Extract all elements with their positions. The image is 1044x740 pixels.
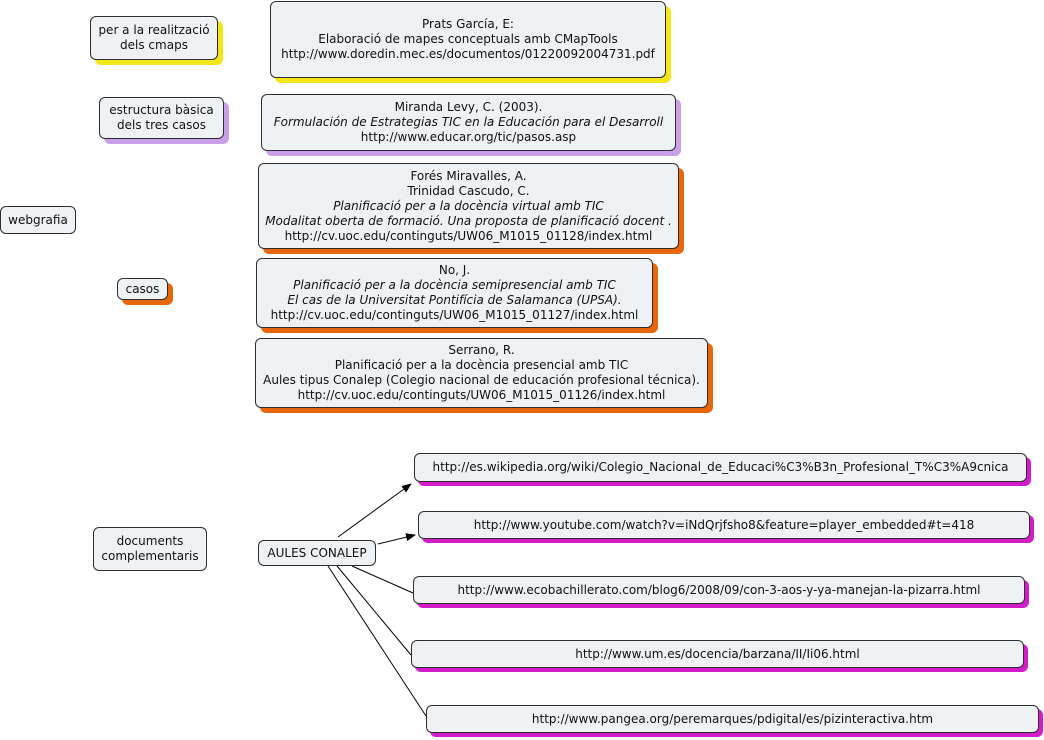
reference-fores[interactable]: Forés Miravalles, A. Trinidad Cascudo, C… (258, 163, 679, 249)
link-youtube[interactable]: http://www.youtube.com/watch?v=iNdQrjfsh… (418, 511, 1030, 539)
reference-serrano[interactable]: Serrano, R. Planificació per a la docènc… (255, 338, 708, 408)
reference-fores-title: Planificació per a la docència virtual a… (333, 198, 604, 213)
reference-no-subtitle: El cas de la Universitat Pontifícia de S… (287, 293, 622, 307)
reference-no-url[interactable]: http://cv.uoc.edu/continguts/UW06_M1015_… (270, 308, 639, 322)
concept-cmaps-line-1: per a la realització (98, 23, 210, 37)
link-wikipedia[interactable]: http://es.wikipedia.org/wiki/Colegio_Nac… (414, 453, 1027, 482)
link-line-ecobachillerato (351, 565, 414, 594)
concept-webgrafia[interactable]: webgrafia (0, 206, 76, 234)
link-line-pangea (327, 565, 427, 717)
reference-fores-author-2: Trinidad Cascudo, C. (407, 183, 530, 198)
reference-serrano-author: Serrano, R. (448, 343, 515, 357)
concept-casos[interactable]: casos (117, 278, 168, 300)
reference-no-title: Planificació per a la docència semiprese… (293, 278, 616, 292)
link-pangea[interactable]: http://www.pangea.org/peremarques/pdigit… (426, 705, 1039, 733)
concept-aules-conalep[interactable]: AULES CONALEP (258, 540, 376, 566)
concept-casos-label: casos (125, 281, 160, 296)
concept-estructura-line-1: estructura bàsica (109, 103, 214, 117)
concept-cmaps-line-2: dels cmaps (120, 38, 188, 52)
link-line-um (336, 565, 412, 656)
reference-fores-url[interactable]: http://cv.uoc.edu/continguts/UW06_M1015_… (284, 228, 653, 243)
reference-no-author: No, J. (438, 263, 471, 277)
concept-documents-complementaris[interactable]: documents complementaris (93, 527, 207, 571)
concept-documents-line-2: complementaris (101, 549, 199, 563)
link-line-youtube (377, 533, 416, 545)
concept-documents-line-1: documents (116, 534, 184, 548)
link-ecobachillerato[interactable]: http://www.ecobachillerato.com/blog6/200… (413, 576, 1025, 604)
concept-aules-label: AULES CONALEP (267, 545, 367, 560)
link-line-wikipedia (337, 483, 412, 538)
link-youtube-url[interactable]: http://www.youtube.com/watch?v=iNdQrjfsh… (473, 517, 975, 532)
reference-no[interactable]: No, J. Planificació per a la docència se… (256, 258, 653, 328)
reference-miranda-title: Formulación de Estrategias TIC en la Edu… (273, 115, 664, 129)
reference-serrano-url[interactable]: http://cv.uoc.edu/continguts/UW06_M1015_… (297, 388, 666, 402)
reference-miranda[interactable]: Miranda Levy, C. (2003). Formulación de … (261, 94, 676, 151)
concept-cmaps[interactable]: per a la realització dels cmaps (90, 16, 218, 60)
concept-webgrafia-label: webgrafia (8, 212, 68, 227)
link-um-url[interactable]: http://www.um.es/docencia/barzana/II/Ii0… (575, 646, 860, 661)
reference-prats-title: Elaboració de mapes conceptuals amb CMap… (318, 32, 618, 46)
reference-fores-author-1: Forés Miravalles, A. (410, 168, 527, 183)
reference-prats[interactable]: Prats García, E: Elaboració de mapes con… (270, 1, 666, 78)
concept-estructura[interactable]: estructura bàsica dels tres casos (99, 97, 224, 139)
link-um[interactable]: http://www.um.es/docencia/barzana/II/Ii0… (411, 640, 1024, 668)
reference-serrano-subtitle: Aules tipus Conalep (Colegio nacional de… (263, 373, 700, 387)
reference-prats-author: Prats García, E: (422, 17, 514, 31)
link-wikipedia-url[interactable]: http://es.wikipedia.org/wiki/Colegio_Nac… (432, 460, 1009, 474)
reference-prats-url[interactable]: http://www.doredin.mec.es/documentos/012… (281, 47, 655, 61)
link-ecobachillerato-url[interactable]: http://www.ecobachillerato.com/blog6/200… (457, 582, 981, 597)
reference-miranda-author: Miranda Levy, C. (2003). (394, 100, 543, 114)
reference-miranda-url[interactable]: http://www.educar.org/tic/pasos.asp (360, 130, 577, 144)
reference-serrano-title: Planificació per a la docència presencia… (334, 358, 629, 372)
concept-estructura-line-2: dels tres casos (116, 118, 207, 132)
link-pangea-url[interactable]: http://www.pangea.org/peremarques/pdigit… (531, 711, 934, 726)
reference-fores-subtitle: Modalitat oberta de formació. Una propos… (265, 213, 672, 228)
